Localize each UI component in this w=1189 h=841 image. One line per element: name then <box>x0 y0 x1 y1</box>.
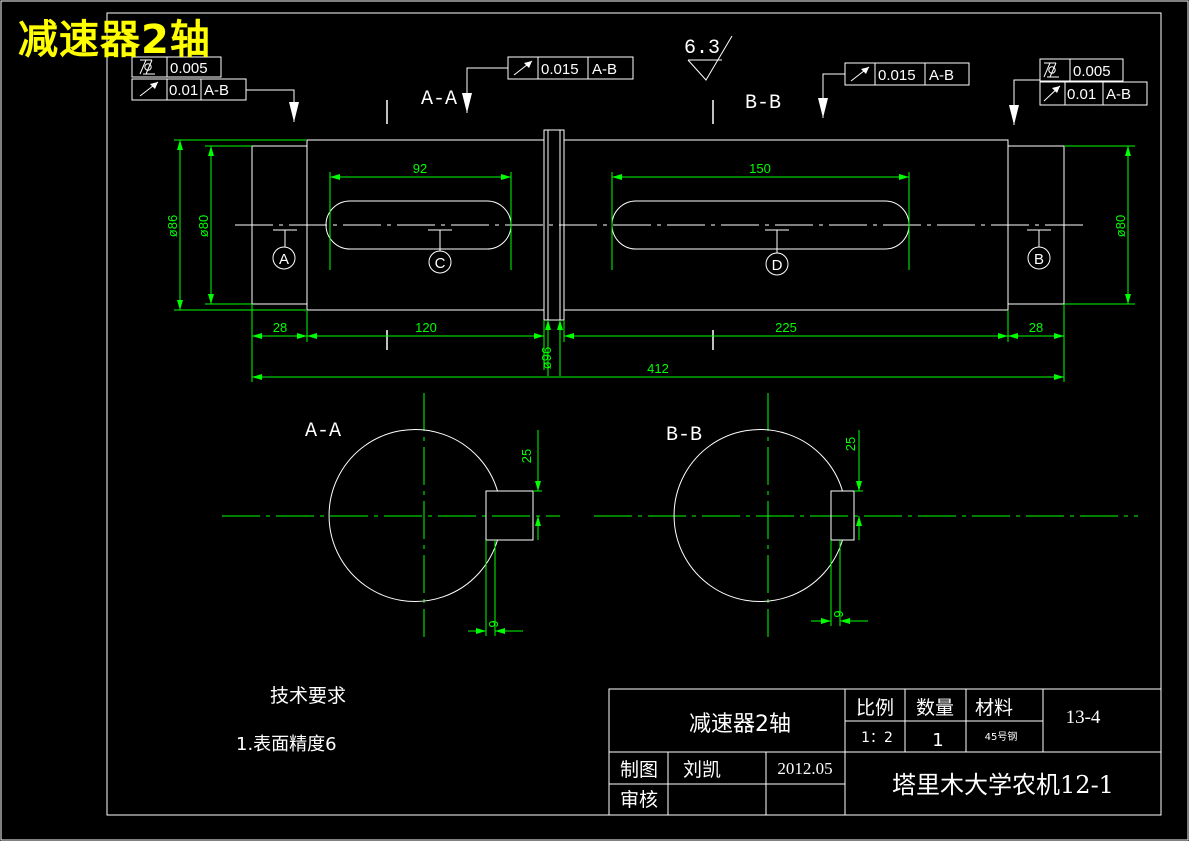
keyway-left <box>325 200 512 250</box>
section-bb: 25 9 B-B <box>594 393 1138 637</box>
dim-dia-96: ø96 <box>539 347 554 369</box>
title-block-date: 2012.05 <box>777 759 832 778</box>
tech-requirement-1: 1.表面精度6 <box>236 734 337 755</box>
title-block-drawn-by: 刘凯 <box>683 759 721 781</box>
title-block-material-value: 45号钢 <box>985 730 1018 743</box>
keyway-right <box>611 200 910 250</box>
tech-requirements-heading: 技术要求 <box>270 685 346 707</box>
tolerance-leaders <box>246 67 1040 125</box>
tolerance-frame-right: 0.005 0.01 A-B <box>1039 58 1148 106</box>
tol-right-runout-datum: A-B <box>1106 86 1131 103</box>
dim-dia-86: ø86 <box>165 215 180 237</box>
title-block-drawing-no: 13-4 <box>1066 707 1101 728</box>
roughness-value: 6.3 <box>684 37 720 60</box>
tolerance-frame-center-left: 0.015 A-B <box>507 56 634 80</box>
dim-total: 412 <box>647 361 669 376</box>
datum-label-c: C <box>435 255 446 272</box>
datum-label-b: B <box>1034 251 1044 268</box>
section-aa: 25 9 A-A <box>222 393 560 637</box>
dim-dia-80-right: ø80 <box>1113 215 1128 237</box>
tol-left-cyl-value: 0.005 <box>170 60 208 77</box>
dim-aa-depth: 25 <box>519 449 534 463</box>
tol-right-runout-value: 0.01 <box>1067 86 1096 103</box>
tol-right-cyl-value: 0.005 <box>1073 63 1111 80</box>
title-block-check-label: 审核 <box>620 789 658 811</box>
tol-cr-value: 0.015 <box>878 67 916 84</box>
datum-label-a: A <box>279 251 289 268</box>
dim-len-right: 28 <box>1029 320 1043 335</box>
tol-left-runout-datum: A-B <box>204 82 229 99</box>
dim-bb-depth: 25 <box>843 437 858 451</box>
datum-label-d: D <box>772 257 783 274</box>
dim-aa-width: 9 <box>486 620 501 627</box>
title-block-material-label: 材料 <box>975 697 1013 719</box>
dim-dia-80-left: ø80 <box>196 215 211 237</box>
title-block-qty-label: 数量 <box>916 697 954 719</box>
tol-cr-datum: A-B <box>929 67 954 84</box>
title-block-scale-label: 比例 <box>856 697 894 719</box>
dim-bb-width: 9 <box>831 610 846 617</box>
title-block <box>608 688 1162 816</box>
tolerance-frame-left: 0.005 0.01 A-B <box>131 56 247 101</box>
tol-left-runout-value: 0.01 <box>169 82 198 99</box>
dim-keyway-left: 92 <box>413 161 427 176</box>
title-block-qty-value: 1 <box>932 730 943 751</box>
title-block-drawn-label: 制图 <box>620 759 658 781</box>
page-title: 减速器2轴 <box>18 17 211 63</box>
surface-roughness-symbol: 6.3 <box>684 35 733 81</box>
dim-keyway-right: 150 <box>749 161 771 176</box>
section-label-aa-top: A-A <box>421 88 457 111</box>
dim-len-120: 120 <box>415 320 437 335</box>
datum-symbols <box>272 229 1051 276</box>
title-block-school: 塔里木大学农机12-1 <box>892 771 1114 799</box>
section-label-bb-top: B-B <box>745 92 781 115</box>
tol-cl-datum: A-B <box>592 61 617 78</box>
tol-cl-value: 0.015 <box>541 61 579 78</box>
section-label-aa: A-A <box>305 420 341 443</box>
section-label-bb: B-B <box>666 424 702 447</box>
dim-len-left: 28 <box>273 320 287 335</box>
dim-len-225: 225 <box>775 320 797 335</box>
tolerance-frame-center-right: 0.015 A-B <box>844 62 970 86</box>
title-block-part-name: 减速器2轴 <box>689 712 791 737</box>
title-block-scale-value: 1：2 <box>861 730 893 746</box>
dimension-lines <box>174 139 1135 382</box>
